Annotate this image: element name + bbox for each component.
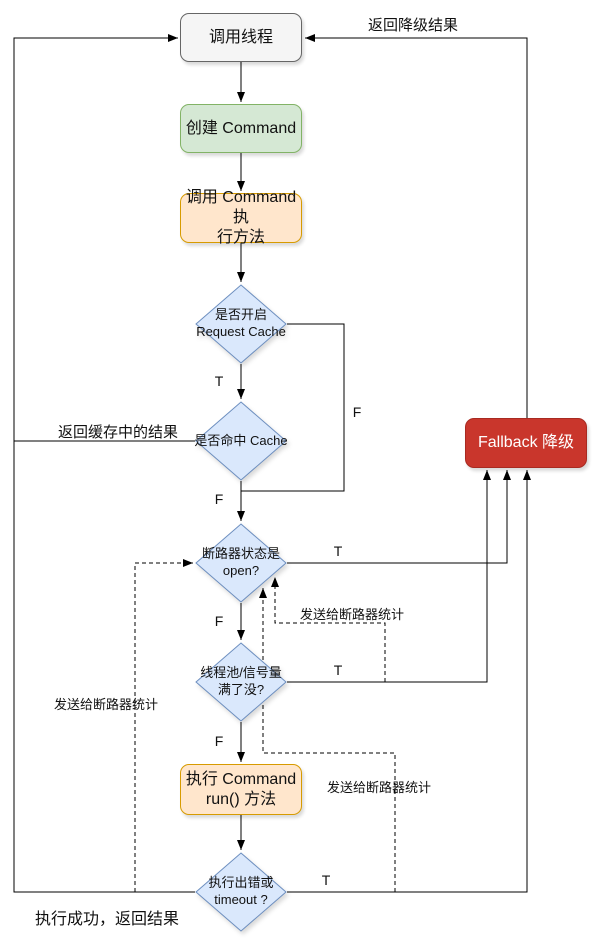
edge-label-report-stats-middle: 发送给断路器统计 — [299, 607, 404, 622]
node-run-command-line1: 执行 Command — [185, 770, 297, 788]
branch-label-f-pool-full: F — [214, 733, 224, 749]
decision-pool-full-label: 线程池/信号量 满了没? — [200, 665, 282, 697]
branch-label-t-pool-full: T — [333, 662, 343, 678]
edge-label-success-return: 执行成功，返回结果 — [34, 911, 179, 928]
node-run-command: 执行 Command run() 方法 — [180, 764, 302, 815]
edge-label-return-fallback: 返回降级结果 — [367, 17, 458, 34]
diamond-shape — [195, 523, 287, 603]
edge-label-return-cached: 返回缓存中的结果 — [57, 424, 178, 441]
decision-error-timeout-label: 执行出错或 timeout ? — [208, 875, 274, 907]
node-invoke-execute-line1: 调用 Command 执 — [185, 189, 297, 226]
node-run-command-line2: run() 方法 — [205, 790, 277, 808]
node-call-thread: 调用线程 — [180, 13, 302, 62]
decision-request-cache: 是否开启 Request Cache — [195, 284, 287, 364]
edge-label-report-stats-right: 发送给断路器统计 — [326, 780, 431, 795]
decision-circuit-open-label: 断路器状态是 open? — [201, 546, 280, 578]
edge-label-report-stats-left: 发送给断路器统计 — [53, 697, 158, 712]
node-create-command-label: 创建 Command — [185, 119, 297, 137]
branch-label-t-circuit-open: T — [333, 543, 343, 559]
diamond-shape — [195, 284, 287, 364]
decision-error-timeout: 执行出错或 timeout ? — [195, 852, 287, 932]
decision-request-cache-label: 是否开启 Request Cache — [196, 307, 286, 339]
branch-label-f-circuit-open: F — [214, 613, 224, 629]
decision-cache-hit: 是否命中 Cache — [194, 401, 288, 481]
node-call-thread-label: 调用线程 — [208, 28, 273, 46]
decision-pool-full: 线程池/信号量 满了没? — [195, 642, 287, 722]
branch-label-t-request-cache: T — [214, 373, 224, 389]
node-invoke-execute: 调用 Command 执 行方法 — [180, 189, 302, 246]
branch-label-f-cache-hit: F — [214, 491, 224, 507]
decision-cache-hit-label: 是否命中 Cache — [194, 432, 288, 448]
node-fallback-label: Fallback 降级 — [477, 434, 575, 451]
branch-label-t-error-timeout: T — [321, 872, 331, 888]
node-invoke-execute-line2: 行方法 — [216, 229, 265, 246]
diamond-shape — [195, 642, 287, 722]
branch-label-f-request-cache: F — [352, 404, 362, 420]
node-create-command: 创建 Command — [180, 104, 302, 153]
diamond-shape — [195, 401, 287, 481]
node-fallback: Fallback 降级 — [465, 418, 587, 468]
decision-circuit-open: 断路器状态是 open? — [195, 523, 287, 603]
diamond-shape — [195, 852, 287, 932]
